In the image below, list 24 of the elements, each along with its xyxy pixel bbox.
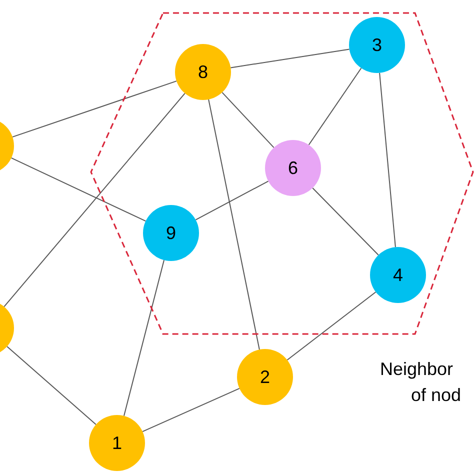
connector-line bbox=[286, 292, 376, 360]
connector-line bbox=[4, 92, 186, 308]
node-number: 8 bbox=[198, 60, 208, 84]
connector-line bbox=[312, 187, 379, 256]
node-number: 9 bbox=[166, 222, 176, 244]
node-number: 6 bbox=[288, 156, 298, 180]
node-number: 2 bbox=[260, 366, 270, 388]
connector-line bbox=[379, 72, 396, 248]
dashed-hexagon bbox=[90, 12, 474, 335]
connector-line bbox=[10, 157, 146, 222]
connector-line bbox=[195, 180, 269, 220]
connector-line bbox=[142, 388, 240, 432]
connector-line bbox=[208, 98, 260, 350]
node-number: 4 bbox=[392, 264, 403, 286]
caption-text: of nod bbox=[411, 384, 462, 407]
connector-line bbox=[222, 92, 274, 148]
connector-line bbox=[6, 346, 96, 426]
connector-line bbox=[123, 260, 165, 416]
node-number: 1 bbox=[112, 432, 122, 454]
connector-line bbox=[230, 48, 350, 68]
connector-line bbox=[12, 80, 177, 138]
connector-line bbox=[308, 68, 362, 146]
node-number: 3 bbox=[372, 34, 382, 56]
caption-text: Neighbor bbox=[380, 358, 454, 381]
